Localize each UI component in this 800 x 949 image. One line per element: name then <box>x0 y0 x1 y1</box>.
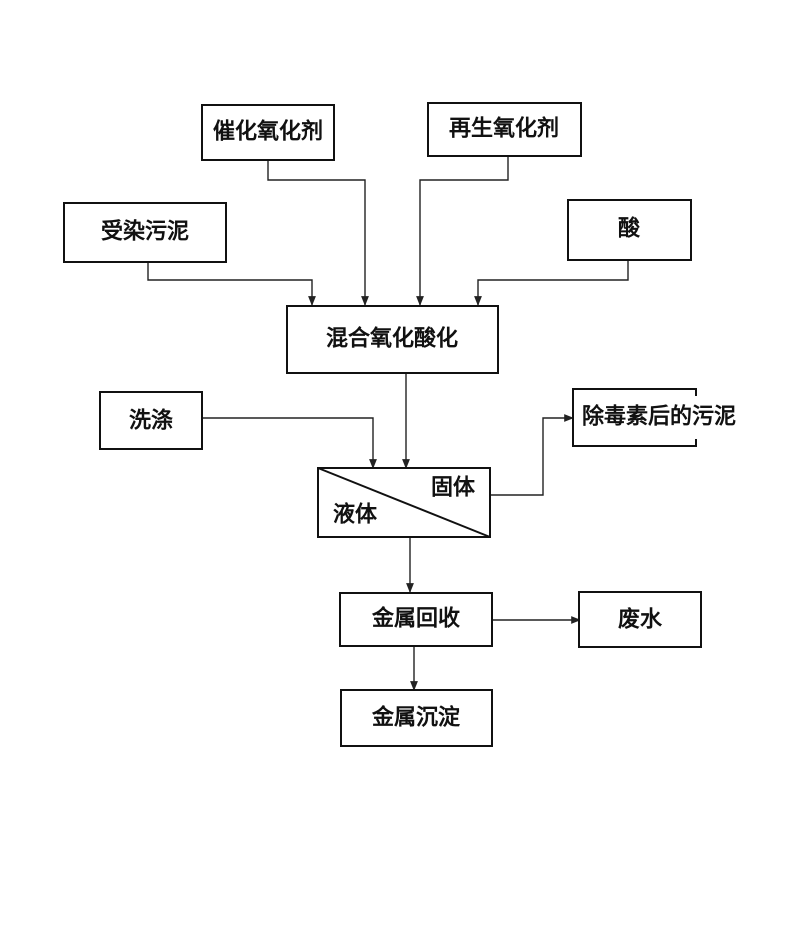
node-catalytic-oxidant: 催化氧化剂 <box>201 104 335 161</box>
node-detoxified-sludge-label: 除毒素后的污泥 <box>582 404 736 430</box>
node-catalytic-oxidant-label: 催化氧化剂 <box>213 119 323 145</box>
node-washing: 洗涤 <box>99 391 203 450</box>
flow-acid-to-mixing <box>474 260 629 306</box>
node-wastewater-label: 废水 <box>618 607 663 633</box>
flow-washing-to-separator <box>202 417 377 469</box>
node-regenerated-oxidant-label: 再生氧化剂 <box>449 116 559 142</box>
node-metal-recovery-label: 金属回收 <box>371 606 460 632</box>
node-acid-label: 酸 <box>618 217 641 242</box>
node-wastewater: 废水 <box>578 591 702 648</box>
flow-regenerated-to-mixing <box>416 156 509 306</box>
node-metal-precipitation-label: 金属沉淀 <box>371 705 461 731</box>
connectors <box>147 156 629 691</box>
node-metal-precipitation: 金属沉淀 <box>340 689 493 747</box>
flow-separator-to-detoxified <box>490 414 574 496</box>
flow-sludge-to-mixing <box>147 262 316 306</box>
node-mixing-oxidation-acidification: 混合氧化酸化 <box>286 305 499 374</box>
separator-liquid-label: 液体 <box>333 502 378 528</box>
node-metal-recovery: 金属回收 <box>339 592 493 647</box>
node-detoxified-sludge: 除毒素后的污泥 <box>572 388 736 447</box>
node-contaminated-sludge-label: 受染污泥 <box>101 219 189 245</box>
flow-catalytic-to-mixing <box>267 160 369 306</box>
node-contaminated-sludge: 受染污泥 <box>63 202 227 263</box>
node-washing-label: 洗涤 <box>129 409 173 434</box>
separator-solid-label: 固体 <box>431 476 476 501</box>
node-regenerated-oxidant: 再生氧化剂 <box>427 102 582 157</box>
node-acid: 酸 <box>567 199 692 261</box>
separator-divider <box>317 467 491 538</box>
node-mixing-label: 混合氧化酸化 <box>326 326 458 352</box>
node-separator: 固体 液体 <box>317 467 491 538</box>
